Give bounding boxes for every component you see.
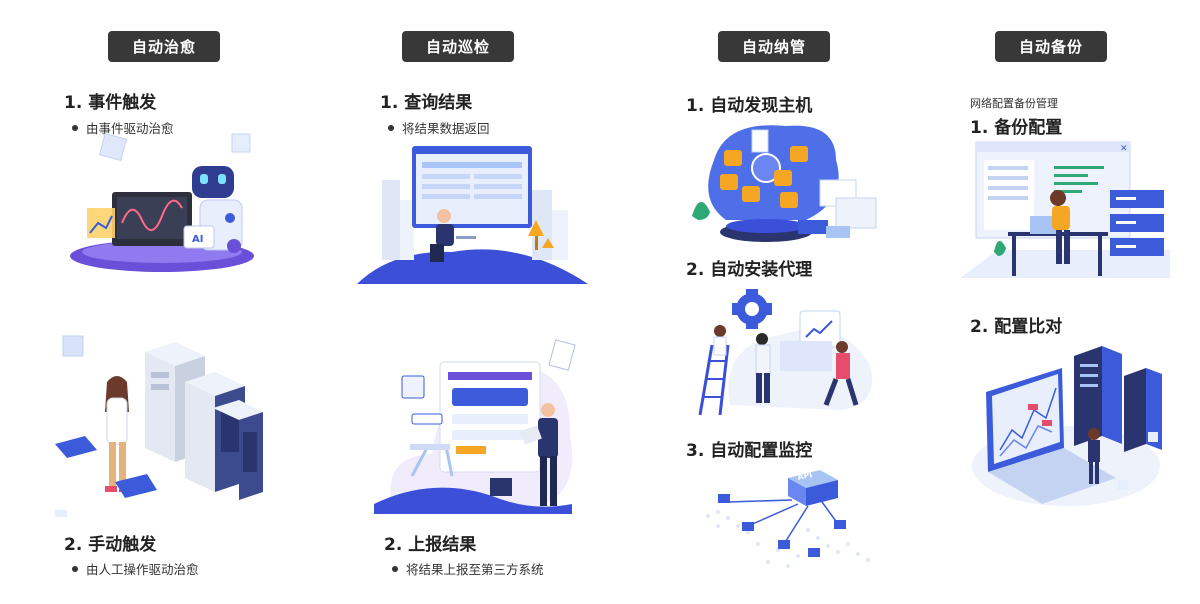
heading-backup-config: 1. 备份配置 — [970, 118, 1063, 138]
heading-auto-install-agent: 2. 自动安装代理 — [686, 260, 813, 280]
section-title-auto-onboard: 自动纳管 — [718, 31, 830, 62]
heading-auto-config-monitor: 3. 自动配置监控 — [686, 441, 813, 461]
robot-badge-text: AI — [192, 234, 203, 245]
bullet-dot — [72, 124, 78, 131]
bullet-dot — [72, 565, 78, 572]
caption-network-config-backup: 网络配置备份管理 — [970, 97, 1058, 110]
bullet-event-driven: 由事件驱动治愈 — [72, 118, 174, 137]
bullet-text: 由事件驱动治愈 — [86, 121, 174, 136]
bullet-text: 将结果数据返回 — [402, 121, 490, 136]
section-title-auto-inspect: 自动巡检 — [402, 31, 514, 62]
section-title-auto-heal: 自动治愈 — [108, 31, 220, 62]
robot-monitor-illustration: AI — [62, 128, 272, 278]
server-racks-illustration — [45, 332, 270, 517]
heading-auto-discover-host: 1. 自动发现主机 — [686, 96, 813, 116]
bullet-dot — [388, 124, 394, 131]
report-businessman-illustration — [372, 336, 582, 521]
api-monitor-illustration: API — [688, 466, 888, 574]
config-compare-illustration — [972, 340, 1172, 508]
heading-manual-trigger: 2. 手动触发 — [64, 535, 157, 555]
heading-event-trigger: 1. 事件触发 — [64, 93, 157, 113]
bullet-text: 将结果上报至第三方系统 — [406, 562, 544, 577]
heading-config-compare: 2. 配置比对 — [970, 317, 1063, 337]
heading-report-results: 2. 上报结果 — [384, 535, 477, 555]
agent-install-illustration — [690, 285, 880, 420]
heading-query-results: 1. 查询结果 — [380, 93, 473, 113]
bullet-manual-driven: 由人工操作驱动治愈 — [72, 559, 199, 578]
api-label-text: API — [797, 470, 814, 482]
host-discovery-illustration — [686, 120, 886, 250]
bullet-dot — [392, 565, 398, 572]
bullet-report-third-party: 将结果上报至第三方系统 — [392, 559, 544, 578]
backup-workstation-illustration: ✕ — [958, 140, 1170, 280]
dashboard-city-illustration — [352, 140, 592, 290]
bullet-text: 由人工操作驱动治愈 — [86, 562, 199, 577]
svg-text:✕: ✕ — [1120, 144, 1128, 154]
section-title-auto-backup: 自动备份 — [995, 31, 1107, 62]
bullet-return-results: 将结果数据返回 — [388, 118, 490, 137]
